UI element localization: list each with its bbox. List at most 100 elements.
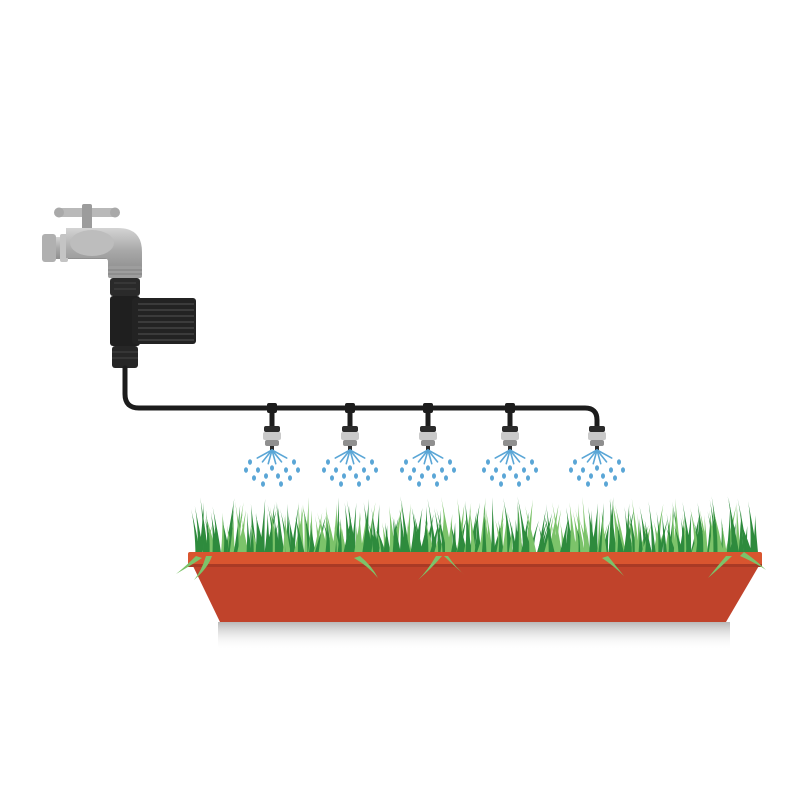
- grass-blade: [337, 516, 348, 556]
- grass-blade: [631, 498, 640, 556]
- grass-blade: [490, 497, 496, 556]
- grass-blade: [609, 499, 618, 556]
- grass-blade: [575, 508, 586, 556]
- grass-blade: [547, 503, 559, 556]
- mist-nozzle: [482, 403, 538, 487]
- grass-blade: [334, 497, 340, 556]
- grass-blade: [233, 504, 241, 556]
- grass-blade: [648, 501, 657, 556]
- mist-nozzle: [400, 403, 456, 487]
- grass-blade: [450, 520, 459, 556]
- grass-leaf: [354, 556, 378, 578]
- mist-nozzle: [244, 403, 300, 487]
- grass-blade: [464, 500, 473, 556]
- grass-blade: [266, 503, 275, 556]
- grass-blade: [569, 502, 578, 556]
- grass-blade: [445, 513, 454, 556]
- grass-blade: [585, 520, 591, 556]
- grass-blade: [652, 503, 664, 556]
- grass-blade: [402, 521, 412, 556]
- planter-rim: [188, 552, 762, 566]
- grass-blade: [392, 516, 400, 556]
- timer-controller: [110, 278, 196, 368]
- timer-panel: [132, 298, 196, 344]
- grass-blade: [517, 503, 523, 556]
- grass-blade: [551, 501, 563, 556]
- grass-blade: [413, 511, 424, 556]
- grass-blade: [616, 522, 625, 556]
- grass-blade: [588, 506, 597, 556]
- grass-blade: [317, 512, 330, 556]
- grass-blade: [656, 511, 663, 556]
- grass-blade: [436, 508, 448, 556]
- grass-blade: [748, 501, 758, 556]
- grass-leaf: [176, 556, 202, 574]
- grass-leaf: [418, 556, 442, 580]
- grass-blade: [409, 523, 416, 556]
- grass-blade: [357, 511, 364, 556]
- grass-overhang: [176, 552, 766, 580]
- grass-blade: [537, 509, 546, 556]
- grass-blade: [741, 524, 754, 556]
- grass-blade: [644, 520, 653, 556]
- grass-blade: [661, 511, 668, 556]
- grass-blade: [350, 502, 357, 556]
- grass-blade: [368, 515, 373, 556]
- supply-pipe: [122, 365, 600, 431]
- grass-blade: [721, 521, 728, 556]
- grass-blade: [325, 507, 337, 556]
- planter-box: [188, 552, 762, 622]
- mist-nozzle: [322, 403, 378, 487]
- grass-blade: [724, 504, 737, 556]
- grass-blade: [501, 511, 508, 556]
- grass-blade: [469, 507, 477, 556]
- grass-blade: [665, 525, 677, 556]
- grass-blade: [482, 507, 492, 556]
- grass-blade: [399, 509, 407, 556]
- grass-blade: [389, 505, 397, 556]
- grass-blade: [614, 503, 627, 556]
- grass-blade: [283, 513, 292, 556]
- grass-blade: [600, 520, 610, 556]
- grass-blade: [295, 516, 306, 556]
- grass-blade: [638, 518, 644, 556]
- grass-blade: [241, 519, 250, 556]
- grass-blade: [428, 522, 439, 556]
- grass-leaf: [740, 552, 766, 570]
- grass-blade: [727, 496, 740, 556]
- grass-leaf: [194, 556, 212, 580]
- grass-blade: [590, 503, 599, 556]
- grass-blade: [726, 507, 731, 556]
- grass-blade: [313, 515, 327, 556]
- grass-blade: [259, 498, 266, 556]
- grass-blade: [374, 504, 380, 556]
- grass-blade: [517, 496, 529, 556]
- grass-blade: [275, 501, 285, 556]
- grass-blade: [229, 515, 235, 556]
- grass-blade: [200, 497, 209, 556]
- grass-leaf: [444, 556, 466, 576]
- grass-blade: [344, 502, 353, 556]
- grass-blade: [481, 502, 487, 556]
- grass-blade: [433, 521, 443, 556]
- grass-blade: [212, 506, 222, 556]
- grass-blade: [682, 501, 692, 556]
- grass-blade: [550, 522, 563, 556]
- grass-blade: [375, 525, 387, 556]
- mist-nozzles: [244, 403, 625, 487]
- grass-blade: [543, 513, 556, 556]
- grass-blade: [236, 509, 247, 556]
- grass-blade: [308, 521, 317, 556]
- grass-blade: [600, 511, 608, 556]
- grass-blade: [498, 520, 505, 556]
- grass-blade: [246, 511, 251, 556]
- grass-blade: [680, 517, 689, 556]
- grass-blade: [713, 509, 725, 556]
- grass-blade: [441, 496, 453, 556]
- grass-blade: [384, 522, 392, 556]
- grass-blade: [227, 505, 234, 556]
- planter-shadow: [218, 622, 730, 650]
- grass-blade: [288, 515, 297, 556]
- grass-blade: [212, 524, 220, 556]
